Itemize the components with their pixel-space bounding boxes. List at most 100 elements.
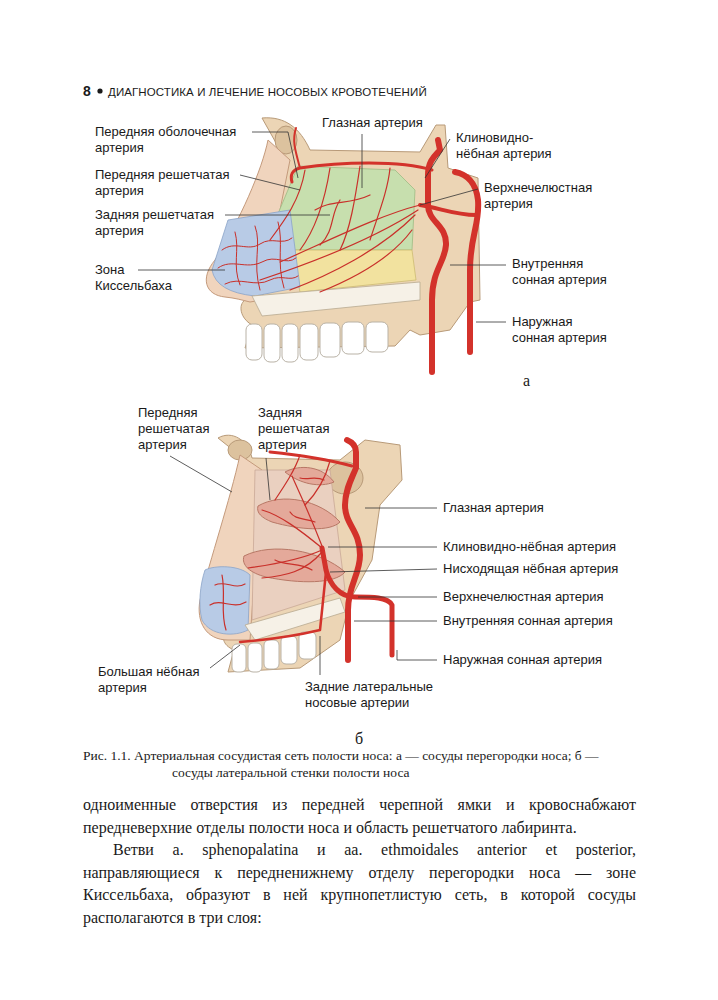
- artery: [240, 572, 326, 642]
- artery-label: Верхнечелюстная артерия: [443, 589, 604, 605]
- kisselbach-network: [225, 276, 298, 284]
- kisselbach-network: [278, 222, 284, 288]
- palate-b: [245, 598, 345, 640]
- leader-line: [170, 456, 232, 492]
- teeth: [246, 322, 388, 362]
- artery: [428, 140, 446, 372]
- teeth: [246, 324, 262, 360]
- artery-branches: [280, 205, 420, 262]
- kisselbach-network: [235, 232, 240, 285]
- artery-branches: [290, 215, 415, 290]
- teeth: [264, 640, 279, 669]
- artery-branches: [260, 210, 418, 280]
- teeth: [282, 324, 298, 362]
- header-bullet: [97, 88, 102, 93]
- leader-line: [328, 547, 437, 548]
- artery: [420, 205, 476, 215]
- teeth: [300, 324, 318, 360]
- leader-line: [252, 132, 298, 178]
- leader-line: [425, 139, 450, 178]
- artery-branches: [270, 170, 305, 240]
- artery-label: Наружная сонная артерия: [443, 652, 602, 668]
- artery-label: Верхнечелюстная артерия: [484, 180, 604, 212]
- artery-label: Глазная артерия: [322, 115, 423, 131]
- septum-region: [212, 210, 300, 296]
- artery-label: Внутренняя сонная артерия: [512, 256, 617, 288]
- artery-branches: [340, 166, 360, 250]
- artery-label: Наружная сонная артерия: [512, 314, 612, 346]
- artery-branches: [292, 476, 322, 546]
- skull-section-b: [252, 470, 345, 620]
- artery-branches: [315, 195, 370, 210]
- artery-branches: [262, 510, 322, 548]
- leader-line: [420, 189, 478, 205]
- artery-label: Передняя решетчатая артерия: [138, 405, 218, 453]
- artery: [455, 172, 478, 352]
- body-paragraph: одноименные отверстия из передней черепн…: [83, 794, 636, 839]
- leader-line: [266, 458, 270, 500]
- artery-label: Передняя решетчатая артерия: [95, 167, 245, 199]
- running-header: ДИАГНОСТИКА И ЛЕЧЕНИЕ НОСОВЫХ КРОВОТЕЧЕН…: [108, 84, 427, 100]
- artery-branches: [290, 512, 315, 522]
- panel-letter: б: [355, 730, 363, 748]
- body-text: одноименные отверстия из передней черепн…: [83, 794, 636, 929]
- skull-section-b: [199, 435, 402, 672]
- artery-label: Клиновидно-нёбная артерия: [443, 539, 616, 555]
- artery-label: Задняя решетчатая артерия: [95, 207, 235, 239]
- leader-line: [320, 636, 321, 675]
- leader-line: [210, 645, 240, 668]
- artery: [345, 440, 360, 660]
- artery-label: Глазная артерия: [443, 500, 544, 516]
- artery-branches: [262, 552, 322, 578]
- leader-line: [330, 569, 437, 572]
- teeth: [281, 636, 297, 664]
- artery-branches: [320, 230, 412, 292]
- artery-branches: [300, 478, 324, 480]
- leader-line: [138, 132, 506, 322]
- leader-line: [397, 650, 437, 660]
- body-paragraph: Ветви a. sphenopalatina и aa. ethmoidale…: [83, 839, 636, 929]
- artery-label: Внутренняя сонная артерия: [443, 613, 613, 629]
- palate-b: [245, 598, 345, 640]
- septum-region: [212, 166, 420, 316]
- artery-branches: [275, 455, 300, 500]
- artery-branches: [215, 584, 245, 586]
- artery-branches: [260, 166, 420, 292]
- figure-caption: Рис. 1.1. Артериальная сосудистая сеть п…: [83, 747, 638, 781]
- teeth: [366, 322, 388, 352]
- artery-branches: [210, 602, 246, 605]
- teeth: [320, 323, 340, 357]
- artery: [291, 128, 478, 372]
- leader-line: [476, 322, 506, 323]
- leader-line: [365, 508, 437, 509]
- nasal-concha: [258, 499, 340, 529]
- leader-line: [450, 265, 506, 266]
- artery: [240, 440, 392, 660]
- artery-branches: [210, 455, 330, 630]
- artery-branches: [305, 461, 330, 505]
- artery-label: Нисходящая нёбная артерия: [443, 561, 618, 577]
- artery-branches: [320, 200, 340, 245]
- teeth: [342, 322, 364, 354]
- leader-line: [240, 175, 300, 190]
- artery-label: Передняя оболочечная артерия: [95, 124, 255, 156]
- teeth: [232, 644, 246, 672]
- artery-branches: [275, 560, 312, 570]
- artery: [294, 128, 300, 168]
- leader-line: [138, 270, 225, 271]
- leader-line: [170, 456, 437, 675]
- artery-branches: [248, 550, 322, 568]
- teeth: [248, 643, 262, 672]
- artery-label: Клиновидно-нёбная артерия: [456, 130, 561, 162]
- artery-label: Задние латеральные носовые артерии: [305, 679, 440, 711]
- teeth: [299, 632, 316, 659]
- septum-region: [252, 282, 420, 316]
- leader-line: [362, 134, 363, 188]
- leader-line: [225, 215, 330, 216]
- artery: [322, 548, 392, 655]
- header-bullet: [97, 88, 102, 93]
- skull-section-b: [200, 567, 250, 634]
- artery-label: Большая нёбная артерия: [98, 664, 208, 696]
- artery: [270, 452, 352, 466]
- teeth: [264, 324, 280, 362]
